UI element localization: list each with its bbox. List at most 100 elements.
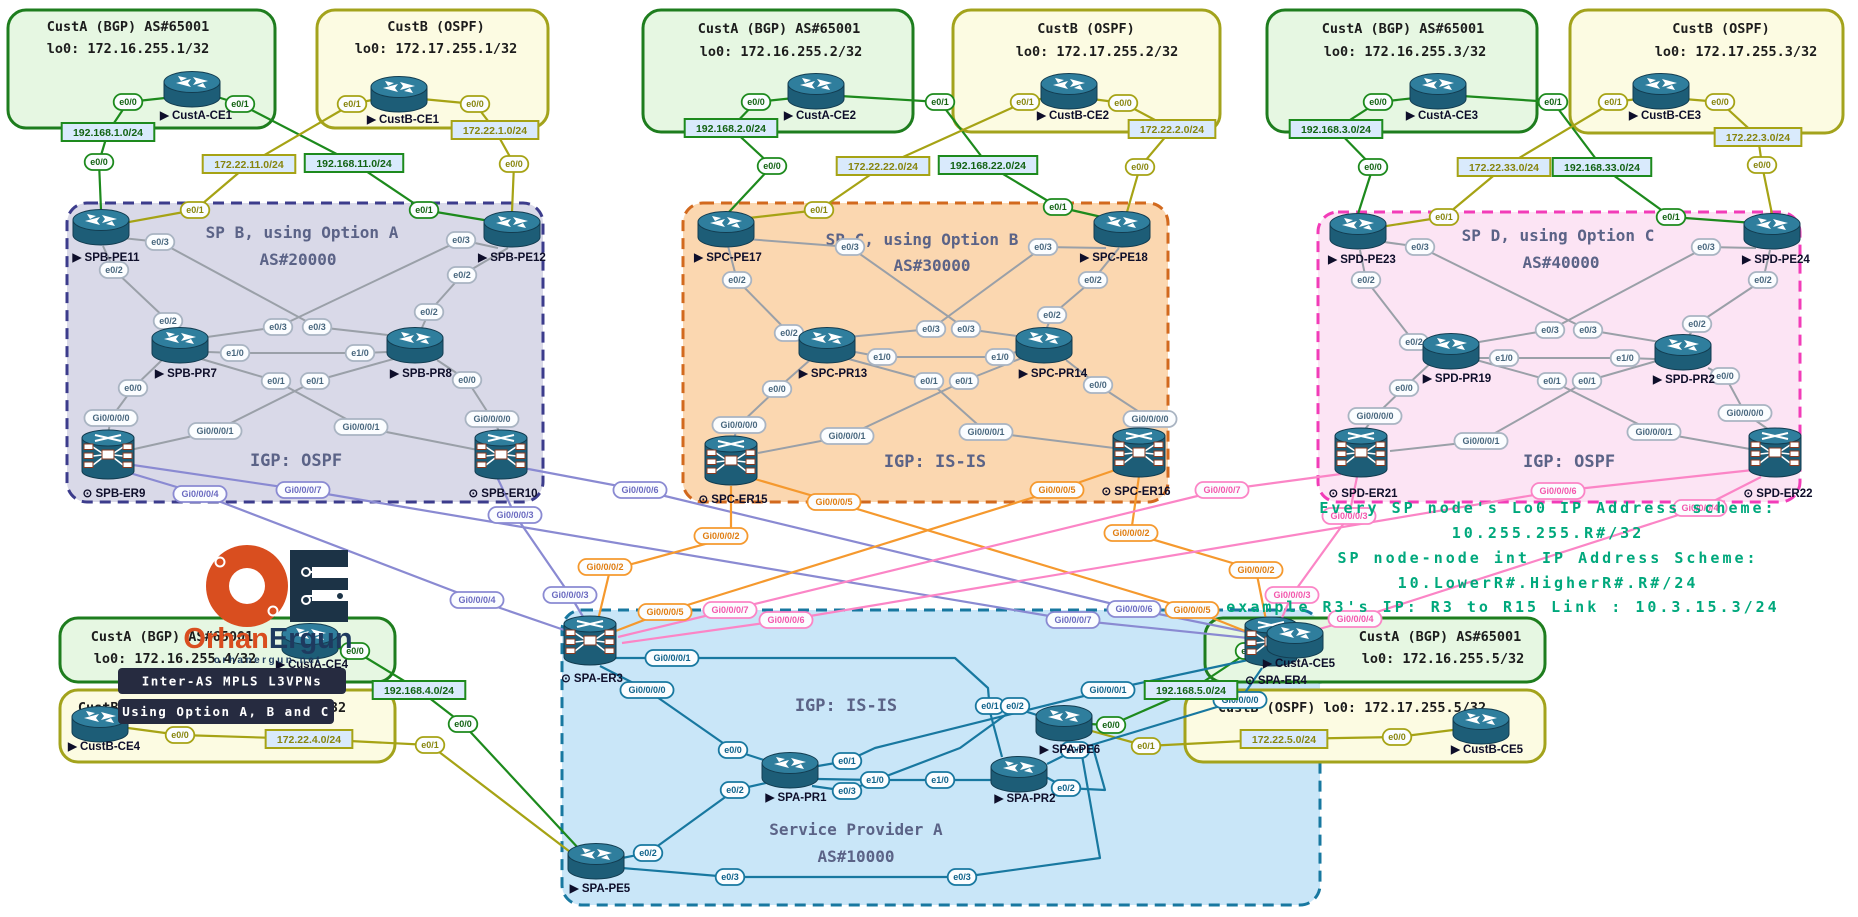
network-label-text: 172.22.2.0/24 bbox=[1140, 124, 1204, 136]
port-label-pill bbox=[1045, 611, 1101, 629]
router-icon[interactable] bbox=[151, 327, 209, 364]
port-label-pill bbox=[756, 157, 788, 175]
switch-icon[interactable] bbox=[1748, 427, 1802, 478]
port-label-text: Gi0/0/0/3 bbox=[1273, 590, 1310, 600]
port-label-text: e0/3 bbox=[151, 237, 169, 247]
router-icon[interactable] bbox=[798, 327, 856, 364]
node-SPA-PE5[interactable]: ▶ SPA-PE5 bbox=[567, 843, 631, 896]
port-label-text: e0/0 bbox=[90, 157, 108, 167]
port-label: Gi0/0/0/5 bbox=[637, 603, 693, 621]
node-SPA-PR1[interactable]: ▶ SPA-PR1 bbox=[761, 752, 827, 805]
node-SPD-PR19[interactable]: ▶ SPD-PR19 bbox=[1422, 333, 1491, 386]
node-SPB-PR8[interactable]: ▶ SPB-PR8 bbox=[386, 327, 453, 381]
router-icon[interactable] bbox=[787, 73, 845, 110]
port-label: e0/0 bbox=[1381, 728, 1413, 746]
node-CustB-CE5[interactable]: ▶ CustB-CE5 bbox=[1450, 708, 1524, 757]
port-label-pill bbox=[1709, 367, 1741, 385]
router-icon[interactable] bbox=[1743, 213, 1801, 250]
node-CustA-CE1[interactable]: ▶ CustA-CE1 bbox=[159, 71, 233, 123]
router-icon[interactable] bbox=[1266, 622, 1324, 659]
router-icon[interactable] bbox=[1409, 73, 1467, 110]
node-SPC-ER15[interactable]: ⊙ SPC-ER15 bbox=[698, 435, 768, 506]
router-icon[interactable] bbox=[163, 71, 221, 108]
node-SPC-PR14[interactable]: ▶ SPC-PR14 bbox=[1015, 327, 1088, 381]
node-SPC-PE18[interactable]: ▶ SPC-PE18 bbox=[1079, 211, 1151, 265]
port-label: Gi0/0/0/2 bbox=[1228, 561, 1284, 579]
router-icon[interactable] bbox=[1093, 211, 1151, 248]
router-icon[interactable] bbox=[483, 211, 541, 248]
router-icon[interactable] bbox=[1632, 73, 1690, 110]
port-label-pill bbox=[1571, 372, 1603, 390]
router-icon[interactable] bbox=[990, 756, 1048, 793]
node-SPD-PE24[interactable]: ▶ SPD-PE24 bbox=[1741, 213, 1810, 267]
node-SPD-ER21[interactable]: ⊙ SPD-ER21 bbox=[1328, 427, 1398, 500]
port-label: e0/0 bbox=[1082, 376, 1114, 394]
port-label-pill bbox=[1572, 321, 1604, 339]
router-icon[interactable] bbox=[697, 211, 755, 248]
port-label: e0/2 bbox=[632, 844, 664, 862]
port-label-text: Gi0/0/0/1 bbox=[1462, 436, 1499, 446]
node-SPD-PR2[interactable]: ▶ SPD-PR2 bbox=[1652, 334, 1715, 387]
zone-label-sp-c-1: AS#30000 bbox=[893, 256, 970, 275]
router-icon[interactable] bbox=[370, 76, 428, 113]
port-label-pill bbox=[717, 741, 749, 759]
port-label: e0/3 bbox=[1534, 321, 1566, 339]
router-icon[interactable] bbox=[1015, 327, 1073, 364]
port-label: Gi0/0/0/6 bbox=[758, 611, 814, 629]
network-label-box bbox=[1288, 119, 1384, 139]
router-icon[interactable] bbox=[1035, 705, 1093, 742]
port-label-pill bbox=[1534, 321, 1566, 339]
router-icon[interactable] bbox=[1329, 213, 1387, 250]
port-label: e0/0 bbox=[1362, 93, 1394, 111]
node-SPA-PR2[interactable]: ▶ SPA-PR2 bbox=[990, 756, 1056, 806]
note-line-1: 10.255.255.R#/32 bbox=[1452, 524, 1645, 542]
router-icon[interactable] bbox=[761, 752, 819, 789]
node-SPA-PE6[interactable]: ▶ SPA-PE6 bbox=[1035, 705, 1100, 757]
node-CustB-CE2[interactable]: ▶ CustB-CE2 bbox=[1036, 73, 1109, 123]
switch-icon[interactable] bbox=[1334, 427, 1388, 478]
note-line-2: SP node-node int IP Address Scheme: bbox=[1337, 549, 1758, 567]
custa-ce5-box-line-0: CustA (BGP) AS#65001 bbox=[1359, 629, 1522, 645]
node-SPC-ER16[interactable]: ⊙ SPC-ER16 bbox=[1101, 427, 1171, 498]
port-label-text: Gi0/0/0/4 bbox=[1336, 614, 1373, 624]
router-icon[interactable] bbox=[72, 209, 130, 246]
node-SPC-PE17[interactable]: ▶ SPC-PE17 bbox=[693, 211, 762, 265]
node-SPB-PE12[interactable]: ▶ SPB-PE12 bbox=[477, 211, 546, 265]
router-icon[interactable] bbox=[1040, 73, 1098, 110]
node-CustB-CE4[interactable]: ▶ CustB-CE4 bbox=[67, 706, 141, 754]
link-57 bbox=[747, 475, 1251, 635]
port-label: Gi0/0/0/0 bbox=[711, 416, 767, 434]
switch-icon[interactable] bbox=[81, 429, 135, 480]
node-CustB-CE3[interactable]: ▶ CustB-CE3 bbox=[1628, 73, 1701, 123]
port-label: e0/3 bbox=[834, 238, 866, 256]
node-SPA-ER4[interactable]: ⊙ SPA-ER4 bbox=[1244, 616, 1308, 687]
node-SPB-PR7[interactable]: ▶ SPB-PR7 bbox=[151, 327, 217, 381]
node-label-SPB-PE11: ▶ SPB-PE11 bbox=[71, 252, 140, 264]
node-CustA-CE5[interactable]: ▶ CustA-CE5 bbox=[1262, 622, 1336, 671]
router-icon[interactable] bbox=[1452, 708, 1510, 745]
router-icon[interactable] bbox=[567, 843, 625, 880]
port-label-text: Gi0/0/0/1 bbox=[1089, 685, 1126, 695]
node-CustA-CE3[interactable]: ▶ CustA-CE3 bbox=[1405, 73, 1478, 123]
switch-icon[interactable] bbox=[563, 615, 617, 666]
node-label-SPB-PR8: ▶ SPB-PR8 bbox=[389, 368, 452, 380]
node-SPB-ER10[interactable]: ⊙ SPB-ER10 bbox=[468, 429, 538, 500]
port-label-text: e0/1 bbox=[231, 99, 249, 109]
port-label-text: e0/3 bbox=[1541, 325, 1559, 335]
switch-icon[interactable] bbox=[704, 435, 758, 486]
router-icon[interactable] bbox=[1654, 334, 1712, 371]
node-SPB-ER9[interactable]: ⊙ SPB-ER9 bbox=[81, 429, 145, 500]
node-SPC-PR13[interactable]: ▶ SPC-PR13 bbox=[798, 327, 867, 381]
switch-icon[interactable] bbox=[474, 429, 528, 480]
node-SPB-PE11[interactable]: ▶ SPB-PE11 bbox=[71, 209, 140, 265]
node-CustB-CE1[interactable]: ▶ CustB-CE1 bbox=[366, 76, 440, 127]
switch-icon[interactable] bbox=[1112, 427, 1166, 478]
node-SPA-ER3[interactable]: ⊙ SPA-ER3 bbox=[561, 615, 623, 685]
node-CustA-CE2[interactable]: ▶ CustA-CE2 bbox=[783, 73, 856, 123]
router-icon[interactable] bbox=[1422, 333, 1480, 370]
network-label: 172.22.11.0/24 bbox=[201, 154, 297, 174]
router-icon[interactable] bbox=[386, 327, 444, 364]
node-SPD-PE23[interactable]: ▶ SPD-PE23 bbox=[1327, 213, 1396, 267]
node-SPD-ER22[interactable]: ⊙ SPD-ER22 bbox=[1743, 427, 1813, 500]
network-label-box bbox=[450, 120, 540, 140]
